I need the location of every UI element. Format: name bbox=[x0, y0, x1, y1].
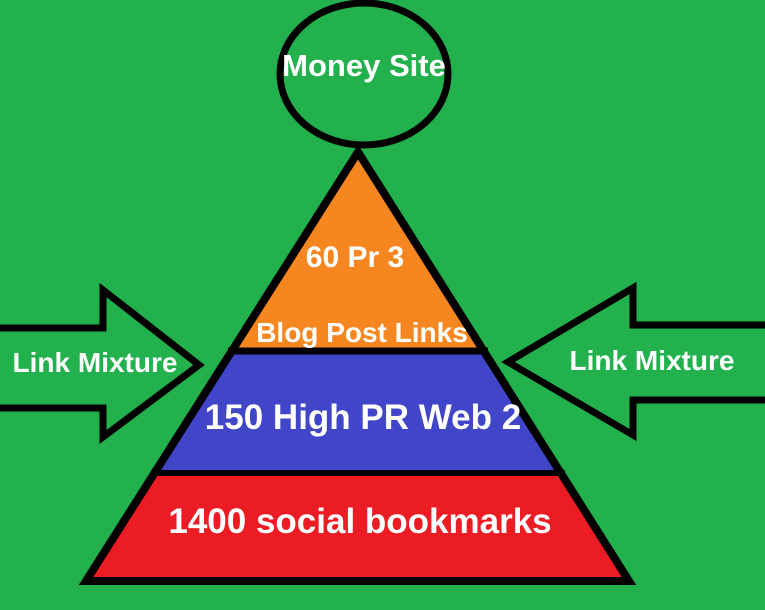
money-site-label: Money Site bbox=[282, 48, 446, 83]
left-arrow-icon bbox=[0, 282, 205, 444]
pyramid-tier-bottom bbox=[86, 473, 629, 581]
right-arrow-icon bbox=[501, 281, 765, 442]
right-arrow-label: Link Mixture bbox=[570, 345, 735, 376]
tier-middle-label: 150 High PR Web 2 bbox=[205, 398, 521, 437]
money-site-ellipse bbox=[276, 0, 452, 149]
left-arrow-label: Link Mixture bbox=[13, 347, 178, 378]
tier-top-type-label: Blog Post Links bbox=[256, 317, 468, 348]
tier-bottom-label: 1400 social bookmarks bbox=[168, 502, 551, 541]
pyramid-tier-middle bbox=[155, 351, 561, 473]
pyramid-outline bbox=[78, 144, 637, 585]
tier-top-count-label: 60 Pr 3 bbox=[306, 241, 404, 274]
pyramid-tier-top bbox=[232, 152, 484, 351]
